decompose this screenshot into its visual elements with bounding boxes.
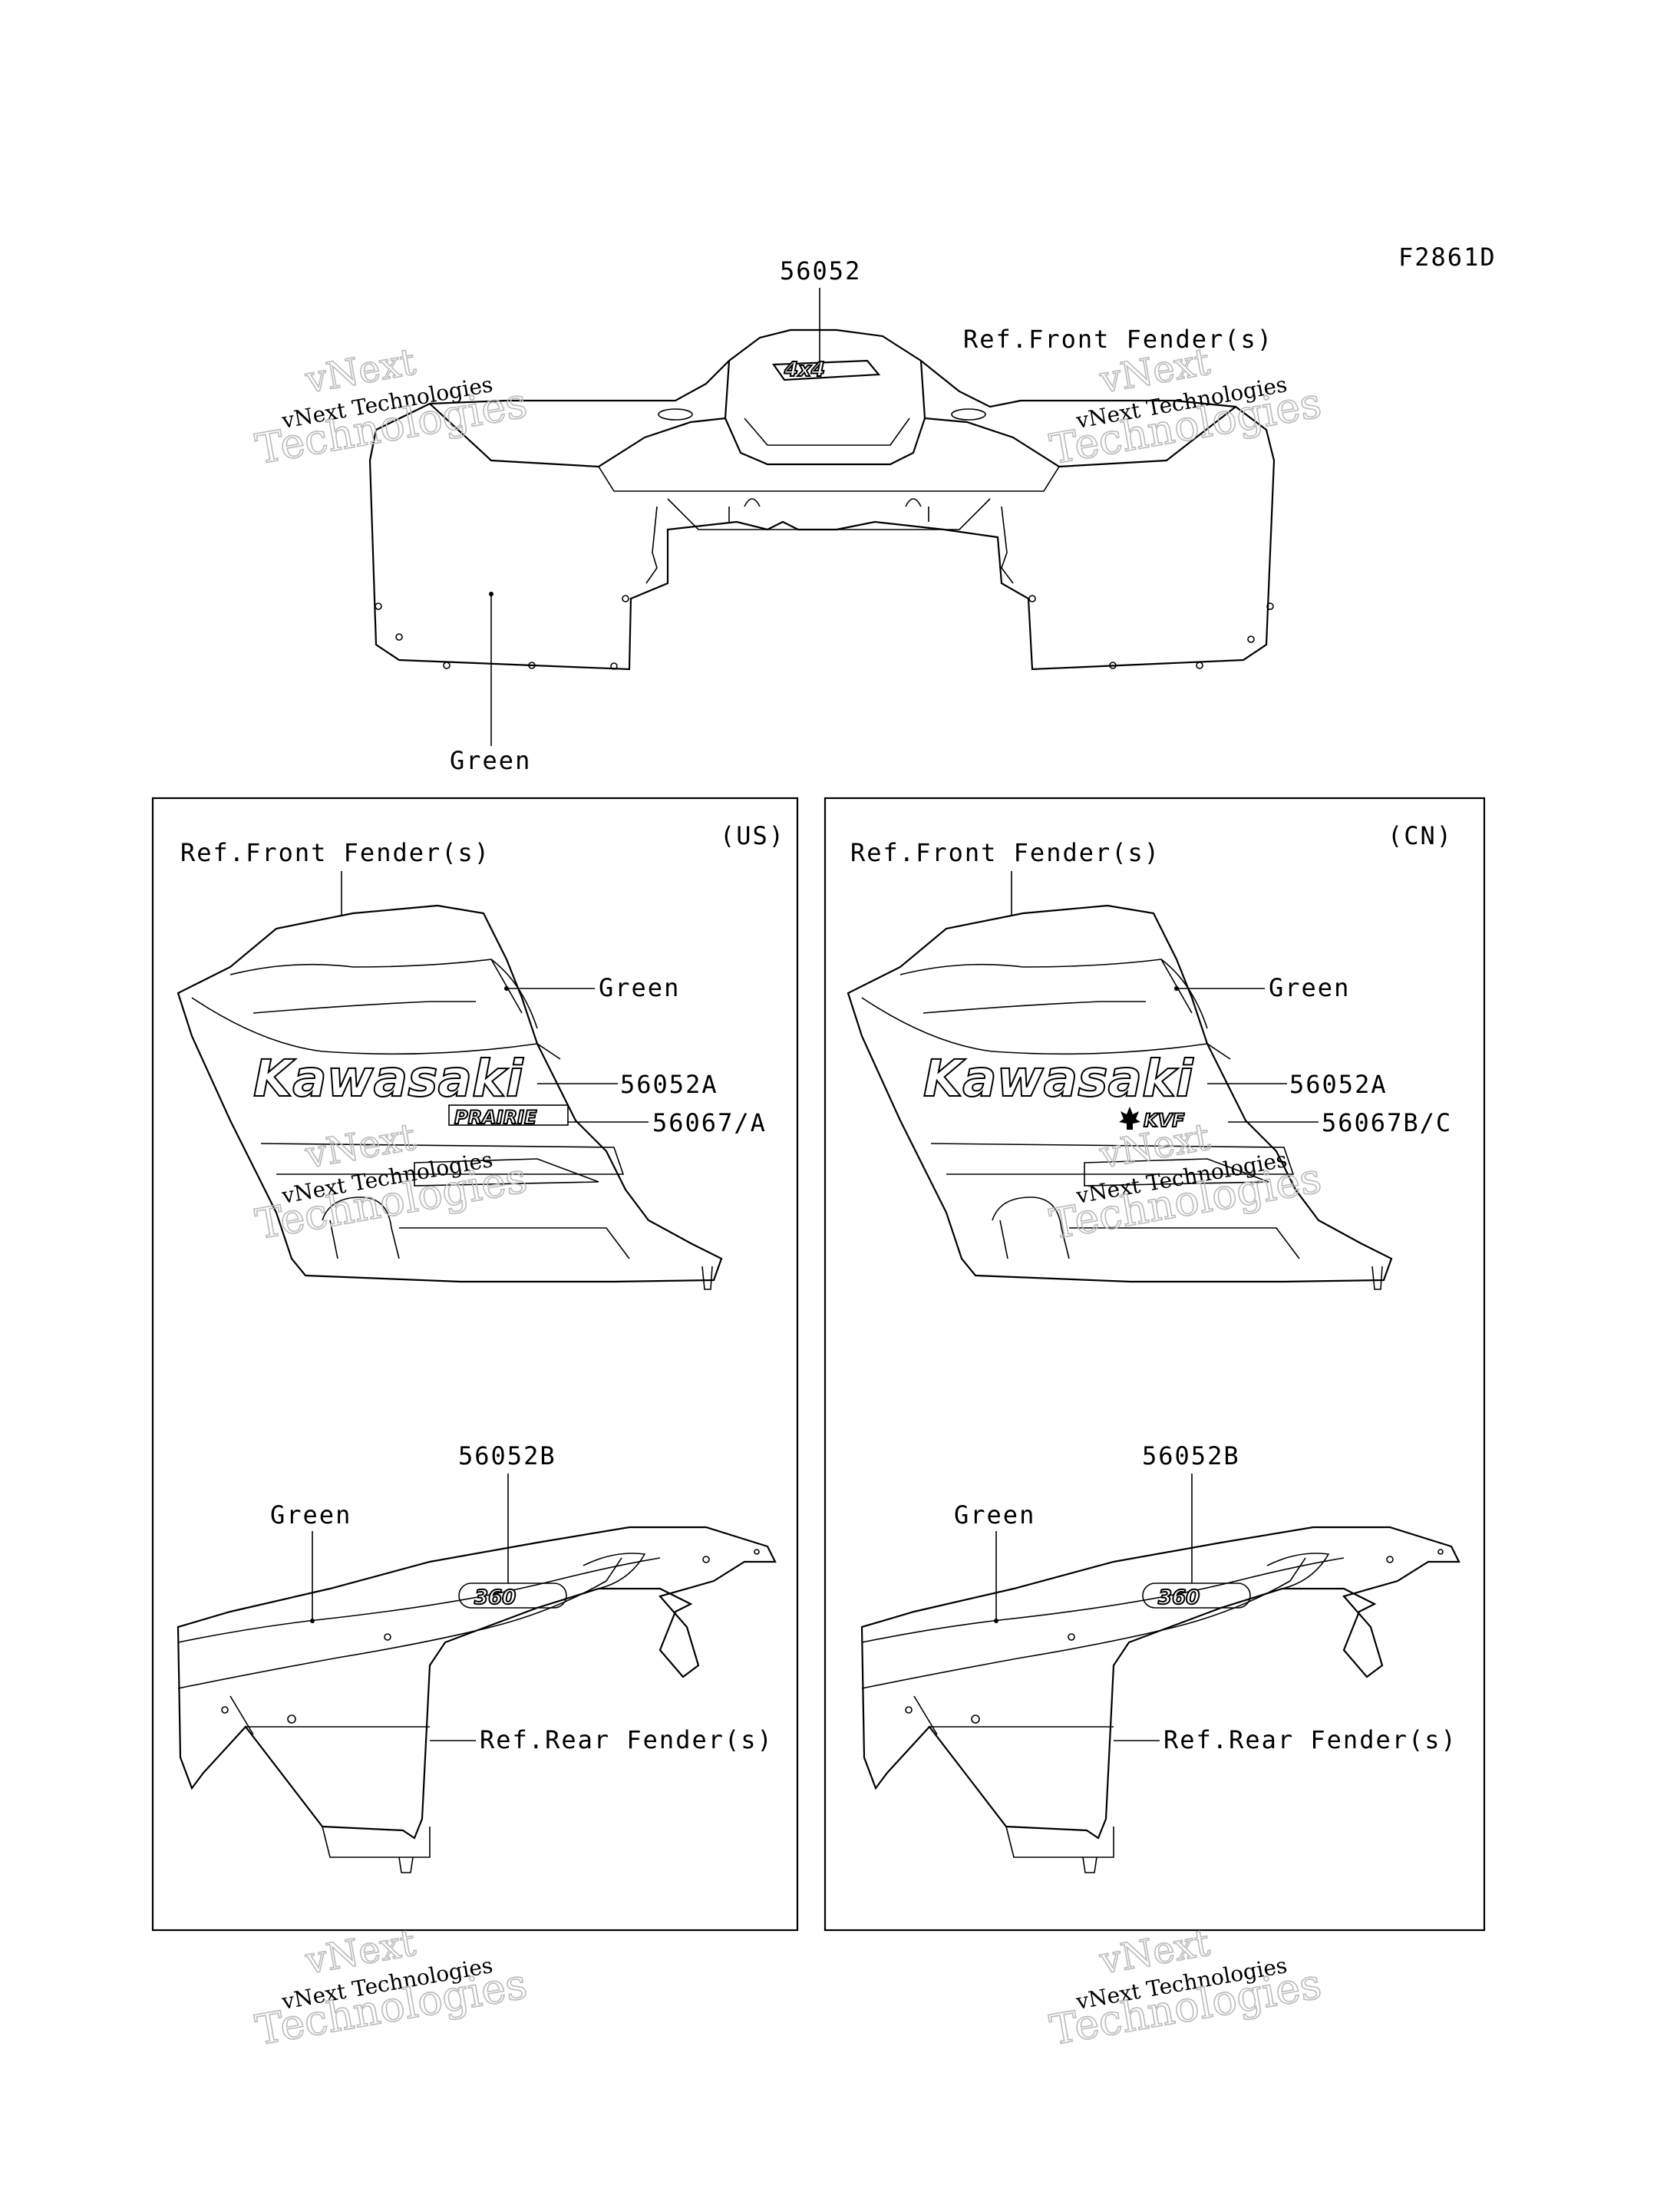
us-color-green-front: Green (599, 973, 680, 1002)
cn-kawasaki-decal: Kawasaki (923, 1049, 1194, 1108)
figure-code: F2861D (1398, 243, 1497, 272)
cn-ref-front-fender: Ref.Front Fender(s) (850, 838, 1160, 867)
cn-part-56067BC: 56067B/C (1322, 1108, 1452, 1137)
color-green-label: Green (450, 746, 531, 775)
us-ref-rear-fender: Ref.Rear Fender(s) (480, 1725, 774, 1754)
us-part-56067A: 56067/A (652, 1108, 767, 1137)
us-prairie-decal: PRAIRIE (454, 1107, 537, 1128)
ref-front-fender-label: Ref.Front Fender(s) (963, 325, 1273, 354)
cn-ref-rear-fender: Ref.Rear Fender(s) (1163, 1725, 1457, 1754)
cn-rear-emblem: 360 (1158, 1586, 1200, 1609)
region-cn: (CN) (1388, 821, 1453, 850)
cn-part-56052A: 56052A (1289, 1070, 1388, 1099)
front-fender-top-drawing: 4x4 (368, 328, 1276, 671)
us-rear-emblem: 360 (474, 1586, 516, 1609)
watermark: vNext vNext Technologies Technologies (1045, 1115, 1325, 1249)
cn-color-green-rear: Green (954, 1500, 1035, 1530)
us-kawasaki-decal: Kawasaki (253, 1049, 524, 1108)
maple-leaf-icon (1119, 1107, 1140, 1130)
cn-part-56052B: 56052B (1142, 1441, 1240, 1470)
panel-cn-frame (823, 797, 1486, 1932)
us-part-56052A: 56052A (620, 1070, 718, 1099)
us-color-green-rear: Green (270, 1500, 352, 1530)
emblem-4x4: 4x4 (784, 358, 825, 381)
watermark: vNext vNext Technologies Technologies (1045, 1921, 1325, 2055)
panel-us: (US) Ref.Front Fender(s) Kawasaki PRAIRI… (177, 821, 785, 1873)
us-ref-front-fender: Ref.Front Fender(s) (180, 838, 490, 867)
watermark: vNext vNext Technologies Technologies (251, 1921, 531, 2055)
panel-cn: (CN) Ref.Front Fender(s) Kawasaki KVF Gr… (847, 821, 1461, 1873)
panel-us-frame (151, 797, 799, 1932)
part-number-56052: 56052 (780, 256, 861, 285)
watermark: vNext vNext Technologies Technologies (251, 340, 531, 474)
cn-color-green-front: Green (1269, 973, 1350, 1002)
cn-kvf-decal: KVF (1144, 1110, 1185, 1131)
us-part-56052B: 56052B (458, 1441, 556, 1470)
region-us: (US) (720, 821, 785, 850)
